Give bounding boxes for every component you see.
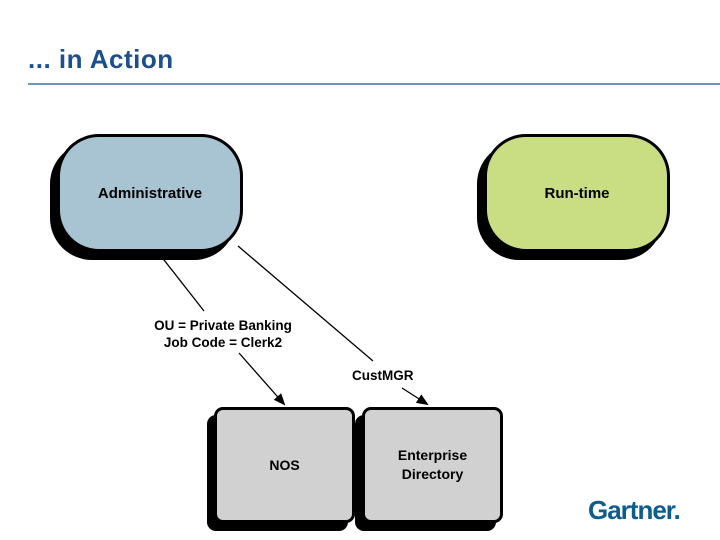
node-nos-label: NOS — [269, 456, 300, 473]
connector-attributes-to-nos — [238, 352, 286, 406]
node-administrative-label: Administrative — [97, 184, 203, 202]
label-custmgr: CustMGR — [352, 368, 414, 383]
title-underline — [28, 83, 720, 85]
node-run-time-label: Run-time — [544, 184, 610, 202]
node-run-time: Run-time — [484, 134, 670, 252]
node-enterprise-directory: Enterprise Directory — [362, 407, 503, 523]
node-administrative: Administrative — [57, 134, 243, 252]
node-nos: NOS — [214, 407, 355, 523]
gartner-logo: Gartner. — [588, 495, 681, 525]
label-attributes-line2: Job Code = Clerk2 — [163, 335, 283, 350]
connector-custmgr-to-enterprise-directory — [401, 387, 429, 406]
connector-administrative-to-attributes — [156, 250, 205, 312]
label-attributes: OU = Private Banking Job Code = Clerk2 — [103, 317, 343, 351]
node-enterprise-directory-label: Enterprise Directory — [397, 447, 468, 482]
slide-title: ... in Action — [28, 44, 174, 74]
label-attributes-line1: OU = Private Banking — [154, 318, 292, 333]
